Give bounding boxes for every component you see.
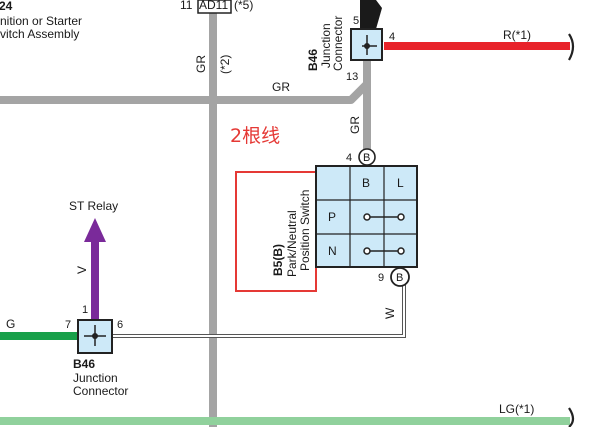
component-number: 24 (0, 0, 13, 13)
switch-row-n[interactable]: N (328, 244, 337, 258)
switch-pin-top-marker[interactable] (358, 148, 376, 166)
gr-vertical-note: (*2) (218, 55, 232, 74)
junction-bottom-pin-left: 7 (65, 319, 71, 331)
annotation-text: 2根线 (230, 125, 280, 147)
ad11-pin: 11 (180, 0, 193, 12)
st-relay-arrow (84, 218, 106, 242)
junction-top-pin-bottom: 13 (346, 71, 358, 83)
junction-top-node (364, 43, 370, 49)
switch-code: B5(B) (271, 244, 285, 276)
switch-header-b: B (362, 176, 370, 190)
switch-row-p[interactable]: P (328, 210, 336, 224)
junction-top-name-line1: Junction (319, 23, 333, 68)
gr-horizontal-label: GR (272, 80, 290, 94)
junction-bottom-code: B46 (73, 357, 95, 371)
black-wire-up[interactable] (360, 0, 382, 29)
junction-top-code: B46 (306, 49, 320, 71)
junction-bottom-name-line2: Connector (73, 384, 128, 398)
switch-header-l: L (397, 176, 404, 190)
switch-n-continuity (363, 247, 405, 255)
v-wire-label: V (75, 266, 89, 274)
gr-down-label: GR (348, 116, 362, 134)
switch-pin-bottom-marker[interactable] (390, 267, 410, 287)
junction-top-pin-top: 5 (353, 15, 359, 27)
r-wire-label: R(*1) (503, 28, 531, 42)
junction-top-name-line2: Connector (331, 16, 345, 71)
r-wire-end-mark (568, 33, 575, 61)
switch-pin-bottom: 9 (378, 272, 384, 284)
switch-pin-top-type: B (363, 152, 370, 164)
ad11-connector-box[interactable] (197, 0, 232, 14)
gr-vertical-label: GR (194, 55, 208, 73)
switch-pin-bottom-type: B (396, 272, 403, 284)
st-relay-label: ST Relay (69, 199, 118, 213)
switch-name-line2: Position Switch (298, 190, 312, 271)
w-wire-label: W (383, 307, 397, 319)
lg-wire-end-mark (568, 407, 575, 427)
ad11-name: AD11 (199, 0, 228, 12)
junction-bottom-name-line1: Junction (73, 371, 118, 385)
junction-top-pin-right: 4 (389, 31, 395, 43)
g-wire-label: G (6, 317, 15, 331)
ad11-note: (*5) (234, 0, 253, 12)
lg-wire-label: LG(*1) (499, 402, 534, 416)
component-name-line2: vitch Assembly (0, 27, 79, 41)
switch-pin-top: 4 (346, 152, 352, 164)
junction-bottom-pin-right: 6 (117, 319, 123, 331)
junction-bottom-node (92, 333, 98, 339)
component-name-line1: nition or Starter (0, 14, 82, 28)
w-wire[interactable] (112, 285, 406, 338)
switch-p-continuity (363, 213, 405, 221)
st-relay-pin: 1 (82, 304, 88, 316)
switch-name-line1: Park/Neutral (285, 210, 299, 277)
